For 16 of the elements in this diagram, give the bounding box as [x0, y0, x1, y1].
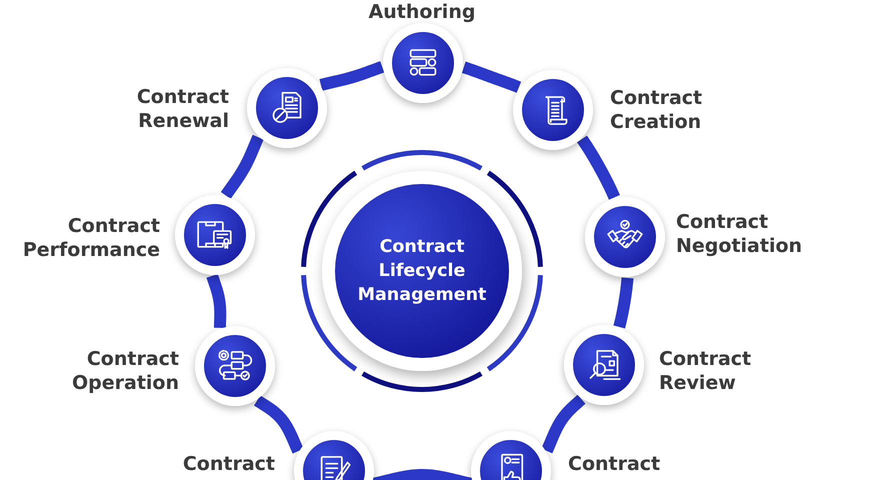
step-label: Contract Renewal — [136, 85, 229, 133]
step-label: Contract Creation — [610, 86, 704, 134]
step-label: Contract — [568, 452, 662, 476]
ring-arc — [317, 61, 386, 91]
ring-arc — [577, 134, 620, 202]
step-label: Authoring — [368, 0, 476, 24]
step-label: Contract — [182, 452, 275, 476]
step-label: Contract Review — [659, 347, 752, 395]
step-label: Contract Performance — [22, 214, 160, 262]
ring-arc — [220, 133, 264, 200]
ring-arc — [253, 395, 304, 455]
step-label: Contract Operation — [70, 347, 179, 395]
step-label: Contract Negotiation — [676, 210, 804, 258]
ring-arc — [541, 394, 586, 455]
hub-title: Contract Lifecycle Management — [356, 236, 488, 307]
ring-arc — [460, 62, 524, 93]
